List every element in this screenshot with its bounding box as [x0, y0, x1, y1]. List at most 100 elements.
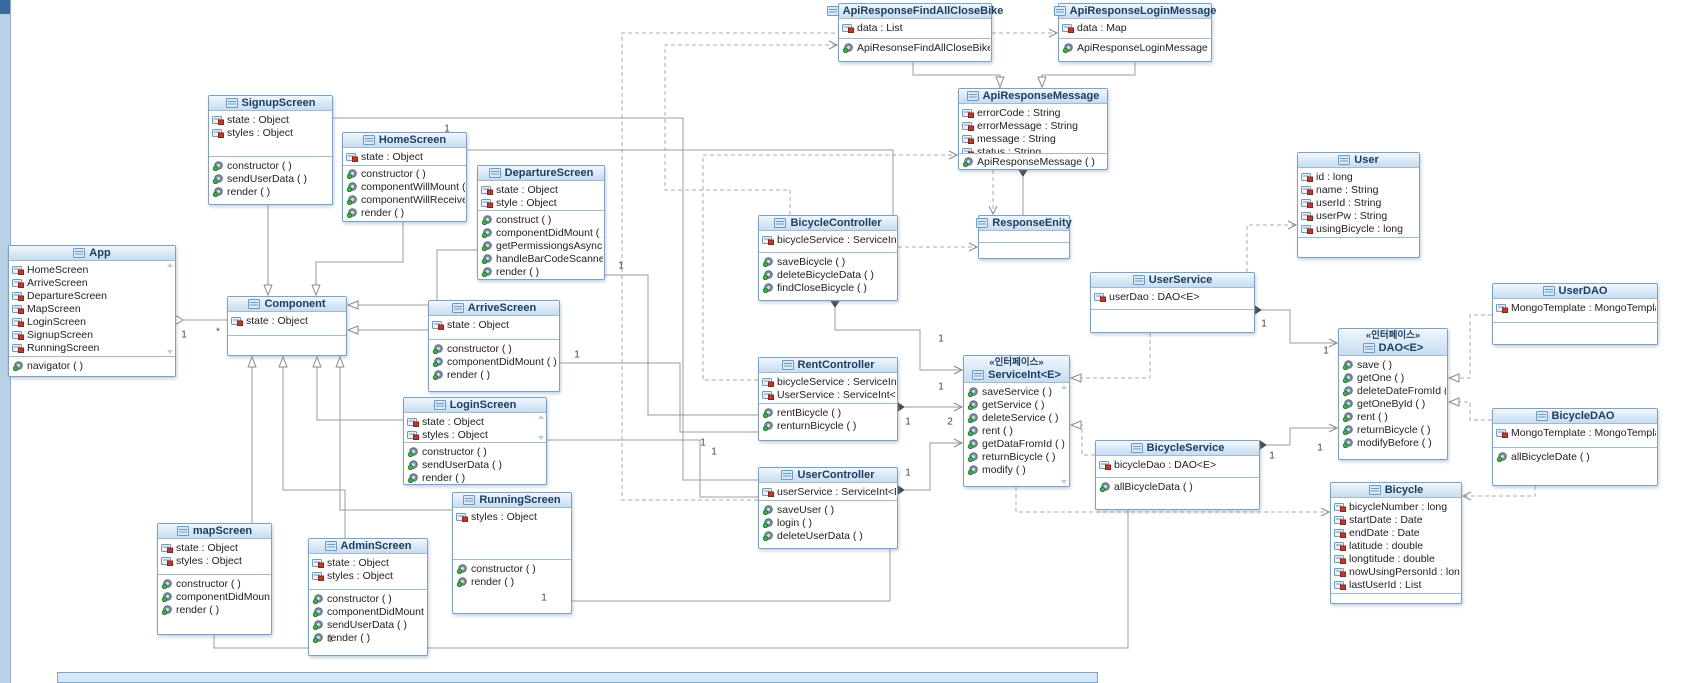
edge-bicycledao-bicycle[interactable] — [1461, 486, 1536, 501]
attribute-row[interactable]: bicycleNumber : long — [1332, 500, 1460, 513]
attribute-row[interactable]: state : Object — [430, 318, 558, 331]
method-row[interactable]: returnBicycle ( ) — [1340, 423, 1446, 436]
edge-home-bicyclecontroller[interactable] — [467, 149, 894, 215]
attribute-row[interactable]: DepartureScreen — [10, 289, 174, 302]
method-row[interactable]: constructor ( ) — [310, 592, 426, 605]
method-row[interactable]: returnBicycle ( ) — [965, 450, 1068, 463]
method-row[interactable]: rent ( ) — [1340, 410, 1446, 423]
edge-running-component[interactable] — [340, 357, 452, 511]
edge-login-usercontroller[interactable] — [547, 439, 758, 498]
attribute-row[interactable]: data : Map — [1060, 21, 1210, 34]
attribute-row[interactable]: nowUsingPersonId : long — [1332, 565, 1460, 578]
edge-login-component[interactable] — [317, 357, 403, 421]
edge-bicycleservice-serviceint[interactable] — [1071, 425, 1095, 456]
method-row[interactable]: sendUserData ( ) — [210, 172, 331, 185]
attribute-row[interactable]: userService : ServiceInt<E> — [760, 485, 896, 498]
edge-admin-component[interactable] — [283, 357, 346, 538]
attribute-row[interactable]: MapScreen — [10, 302, 174, 315]
attribute-row[interactable]: styles : Object — [454, 510, 570, 523]
scroll-down-indicator[interactable] — [538, 436, 544, 441]
attribute-row[interactable]: name : String — [1299, 183, 1418, 196]
attribute-row[interactable]: state : Object — [405, 415, 545, 428]
edge-bicycledao-dao[interactable] — [1449, 402, 1492, 421]
method-row[interactable]: componentDidMount ( ) — [430, 355, 558, 368]
attribute-row[interactable]: state : Object — [479, 183, 603, 196]
attribute-row[interactable]: endDate : Date — [1332, 526, 1460, 539]
method-row[interactable]: modify ( ) — [965, 463, 1068, 476]
edge-departure-component[interactable] — [348, 249, 477, 305]
attribute-row[interactable]: UserService : ServiceInt<E> — [760, 388, 896, 401]
method-row[interactable]: deleteDateFromId ( ) — [1340, 384, 1446, 397]
edge-bicyclecontroller-findallclosebike[interactable] — [664, 40, 839, 215]
method-row[interactable]: deleteBicycleData ( ) — [760, 268, 896, 281]
scroll-up-indicator[interactable] — [1061, 385, 1067, 389]
method-row[interactable]: findCloseBicycle ( ) — [760, 281, 896, 294]
method-row[interactable]: constructor ( ) — [344, 168, 465, 181]
method-row[interactable]: ApiResonseFindAllCloseBike ( ) — [840, 41, 990, 54]
class-response-enity[interactable]: ResponseEnity — [976, 215, 1072, 259]
method-row[interactable]: componentDidMount ( ) — [310, 605, 426, 618]
attribute-row[interactable]: styles : Object — [210, 126, 331, 139]
method-row[interactable]: componentWillMount ( ) — [344, 181, 465, 194]
method-row[interactable]: rentBicycle ( ) — [760, 406, 896, 419]
method-row[interactable]: renturnBicycle ( ) — [760, 419, 896, 432]
method-row[interactable]: modifyBefore ( ) — [1340, 436, 1446, 449]
method-row[interactable]: componentWillReceivePr... — [344, 194, 465, 207]
scroll-up-indicator[interactable] — [167, 263, 173, 267]
method-row[interactable]: componentDidMount ( ) — [159, 590, 270, 603]
attribute-row[interactable]: status : String — [960, 145, 1106, 153]
scroll-down-indicator[interactable] — [1061, 480, 1067, 484]
method-row[interactable]: sendUserData ( ) — [310, 618, 426, 631]
attribute-row[interactable]: ArriveScreen — [10, 276, 174, 289]
scroll-down-indicator[interactable] — [167, 350, 173, 354]
attribute-row[interactable]: LoginScreen — [10, 315, 174, 328]
attribute-row[interactable]: usingBicycle : long — [1299, 222, 1418, 235]
edge-bicycleservice-dao[interactable] — [1260, 428, 1337, 445]
edge-userservice-serviceint[interactable] — [1071, 333, 1151, 378]
attribute-row[interactable]: message : String — [960, 132, 1106, 145]
edge-signup-usercontroller[interactable] — [333, 117, 758, 481]
attribute-row[interactable]: data : List — [840, 21, 990, 34]
attribute-row[interactable]: latitude : double — [1332, 539, 1460, 552]
attribute-row[interactable]: MongoTemplate : MongoTemplate — [1494, 426, 1656, 439]
method-row[interactable]: render ( ) — [479, 265, 603, 278]
edge-loginmessage-apimessage[interactable] — [1042, 62, 1136, 87]
method-row[interactable]: constructor ( ) — [159, 577, 270, 590]
method-row[interactable]: allBicycleDate ( ) — [1494, 450, 1656, 463]
method-row[interactable]: saveUser ( ) — [760, 503, 896, 516]
attribute-row[interactable]: userPw : String — [1299, 209, 1418, 222]
attribute-row[interactable]: RunningScreen — [10, 341, 174, 354]
attribute-row[interactable]: userDao : DAO<E> — [1092, 290, 1253, 303]
method-row[interactable]: render ( ) — [405, 471, 545, 484]
method-row[interactable]: constructor ( ) — [210, 159, 331, 172]
attribute-row[interactable]: userId : String — [1299, 196, 1418, 209]
edge-map-bicycleservice[interactable] — [213, 510, 1129, 649]
class-service-int[interactable]: «인터페이스»ServiceInt<E>saveService ( )getSe… — [963, 355, 1070, 487]
edge-home-component[interactable] — [316, 222, 404, 295]
edge-userdao-dao[interactable] — [1449, 314, 1492, 378]
attribute-row[interactable]: bicycleService : ServiceInt<E> — [760, 233, 896, 246]
attribute-row[interactable]: longtitude : double — [1332, 552, 1460, 565]
attribute-row[interactable]: bicycleService : ServiceInt<E> — [760, 375, 896, 388]
method-row[interactable]: componentDidMount ( ) — [479, 226, 603, 239]
method-row[interactable]: render ( ) — [310, 631, 426, 644]
method-row[interactable]: rent ( ) — [965, 424, 1068, 437]
attribute-row[interactable]: style : Object — [479, 196, 603, 209]
edge-serviceint-bicycle[interactable] — [1015, 487, 1331, 517]
edge-bicyclecontroller-serviceint[interactable] — [835, 301, 962, 370]
